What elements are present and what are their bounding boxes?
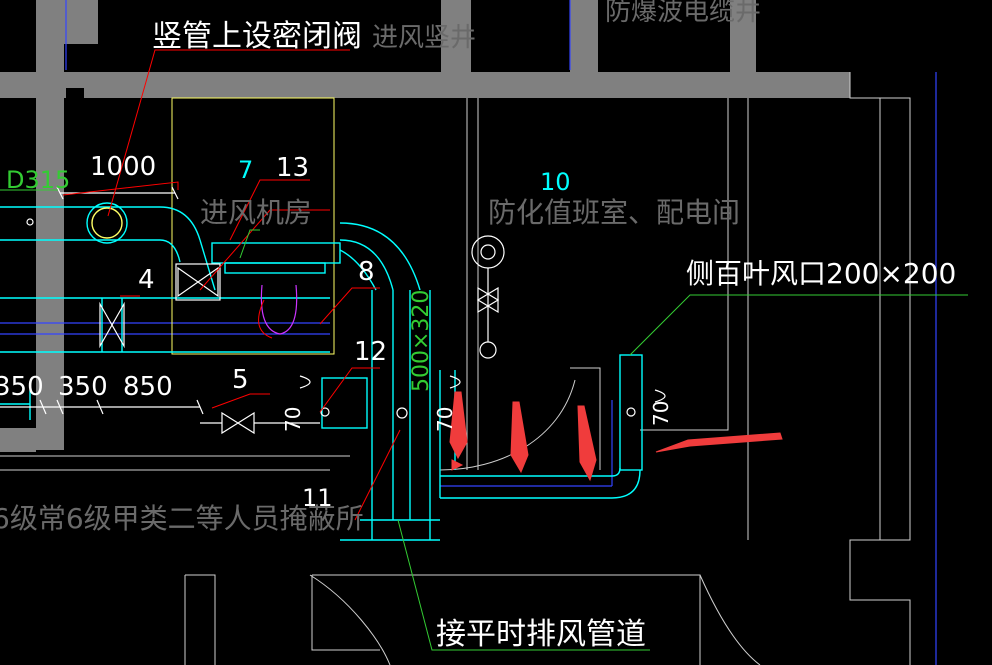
label-d315: D315 [6, 166, 70, 194]
label-duct-size: 500×320 [409, 290, 434, 392]
text-layer: 竖管上设密闭阀 进风竖井 防爆波电缆井 进风机房 防化值班室、配电间 侧百叶风口… [0, 0, 956, 652]
label-duty-room: 防化值班室、配电间 [488, 196, 740, 229]
label-num-5: 5 [232, 365, 249, 395]
wall-layer [0, 0, 850, 452]
label-elev-70b: 70 [433, 407, 457, 432]
label-blast-cable-shaft: 防爆波电缆井 [605, 0, 761, 27]
fan-motor [260, 284, 298, 335]
yellow-frame [171, 97, 335, 355]
blue-line-layer [0, 0, 937, 665]
wall-top-beam [0, 72, 850, 98]
label-elev-70a: 70 [281, 407, 305, 432]
label-num-7: 7 [238, 156, 253, 184]
label-intake-shaft: 进风竖井 [372, 23, 476, 53]
label-exhaust-duct: 接平时排风管道 [436, 617, 646, 652]
wall-notch [66, 88, 84, 98]
equipment-layer [0, 186, 666, 435]
label-shelter: 6级常6级甲类二等人员掩蔽所 [0, 502, 364, 535]
red-arrow-4 [655, 432, 783, 453]
label-num-10: 10 [540, 168, 571, 196]
red-arrow-3 [577, 405, 597, 482]
red-arrow-1 [449, 391, 468, 460]
wall-left-column [36, 0, 64, 450]
wall-column-a [441, 0, 471, 72]
red-leader-layer [62, 49, 401, 521]
label-num-12: 12 [354, 337, 387, 367]
label-num-4: 4 [138, 265, 155, 295]
wall-column-b [570, 0, 598, 72]
label-num-13: 13 [276, 153, 309, 183]
label-num-11: 11 [302, 484, 333, 512]
outline-layer [0, 72, 911, 665]
red-arrow-2 [510, 401, 529, 474]
label-elev-70c: 70 [649, 401, 673, 426]
green-leader-layer [0, 189, 968, 651]
label-dim-1000: 1000 [90, 152, 156, 182]
label-intake-room: 进风机房 [200, 196, 312, 229]
highlight-arrows [449, 391, 783, 482]
label-dim-350a: 350 [0, 372, 44, 402]
label-side-louver: 侧百叶风口200×200 [686, 257, 956, 290]
label-riser-valve: 竖管上设密闭阀 [152, 19, 362, 54]
label-num-8: 8 [358, 257, 375, 287]
red-triangle-marker [451, 459, 464, 471]
label-dim-350b: 350 [58, 372, 108, 402]
wall-column-c [730, 0, 756, 72]
label-dim-850: 850 [123, 372, 173, 402]
wall-left-stub [0, 428, 36, 452]
